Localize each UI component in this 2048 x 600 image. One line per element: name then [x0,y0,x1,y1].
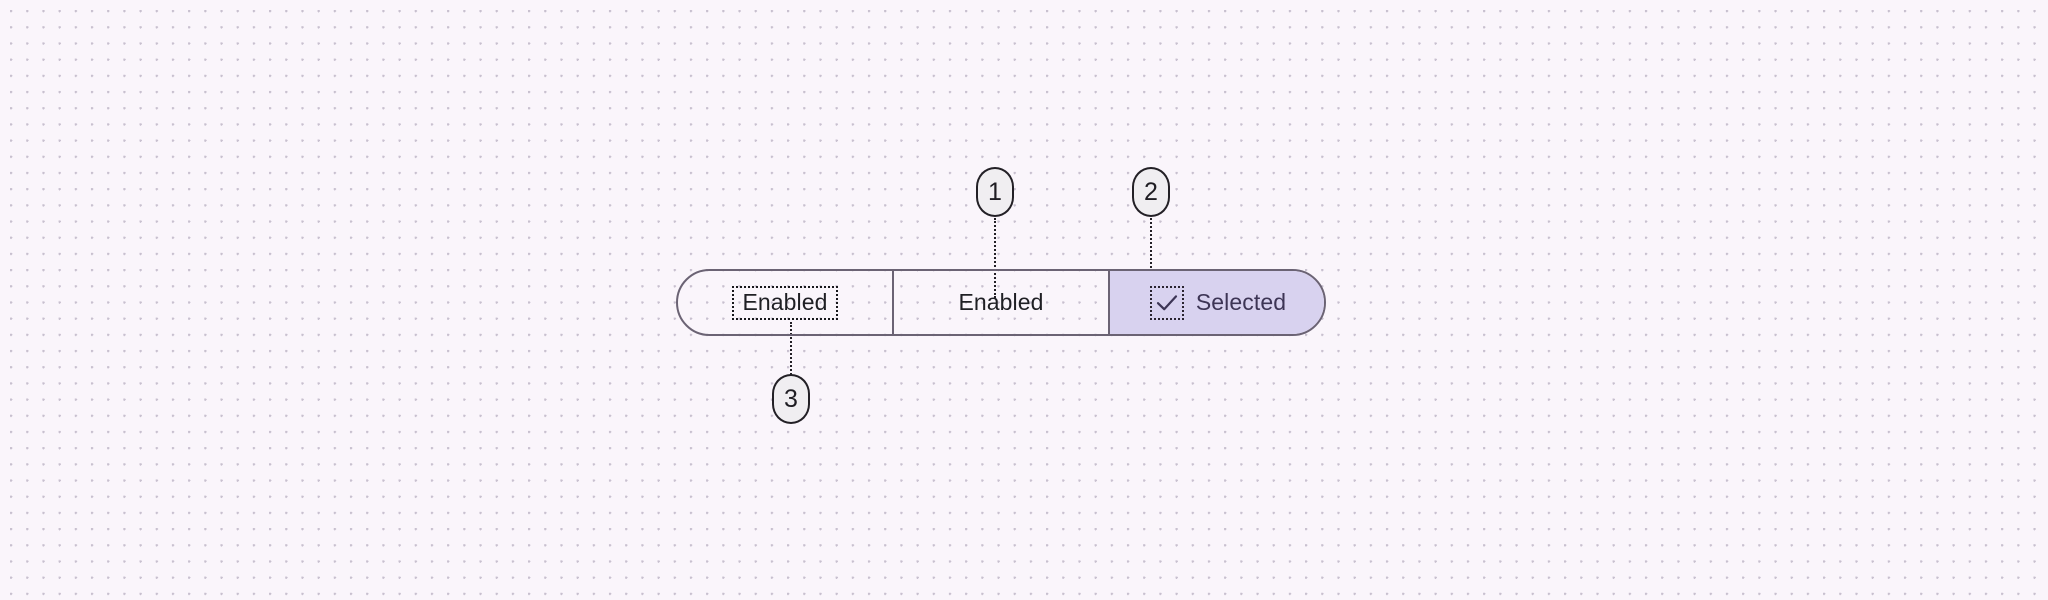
annotation-leader-2 [1150,218,1152,300]
segment-selected[interactable]: Selected [1108,271,1324,334]
annotation-badge-2-number: 2 [1144,177,1158,206]
segment-enabled-focused[interactable]: Enabled [678,271,892,334]
annotation-leader-3 [790,322,792,375]
annotation-badge-1-number: 1 [988,177,1002,206]
annotation-badge-3: 3 [772,374,810,424]
annotation-leader-1 [994,218,996,298]
segment-2-label: Enabled [958,289,1044,315]
annotation-badge-2: 2 [1132,167,1170,217]
segment-enabled[interactable]: Enabled [892,271,1108,334]
annotation-badge-1: 1 [976,167,1014,217]
annotation-badge-3-number: 3 [784,384,798,413]
segment-3-content: Selected [1148,285,1287,320]
segment-3-label: Selected [1195,289,1287,315]
segment-1-label: Enabled [732,285,838,320]
check-icon[interactable] [1149,285,1184,320]
segmented-control: Enabled Enabled Selected [676,269,1326,336]
